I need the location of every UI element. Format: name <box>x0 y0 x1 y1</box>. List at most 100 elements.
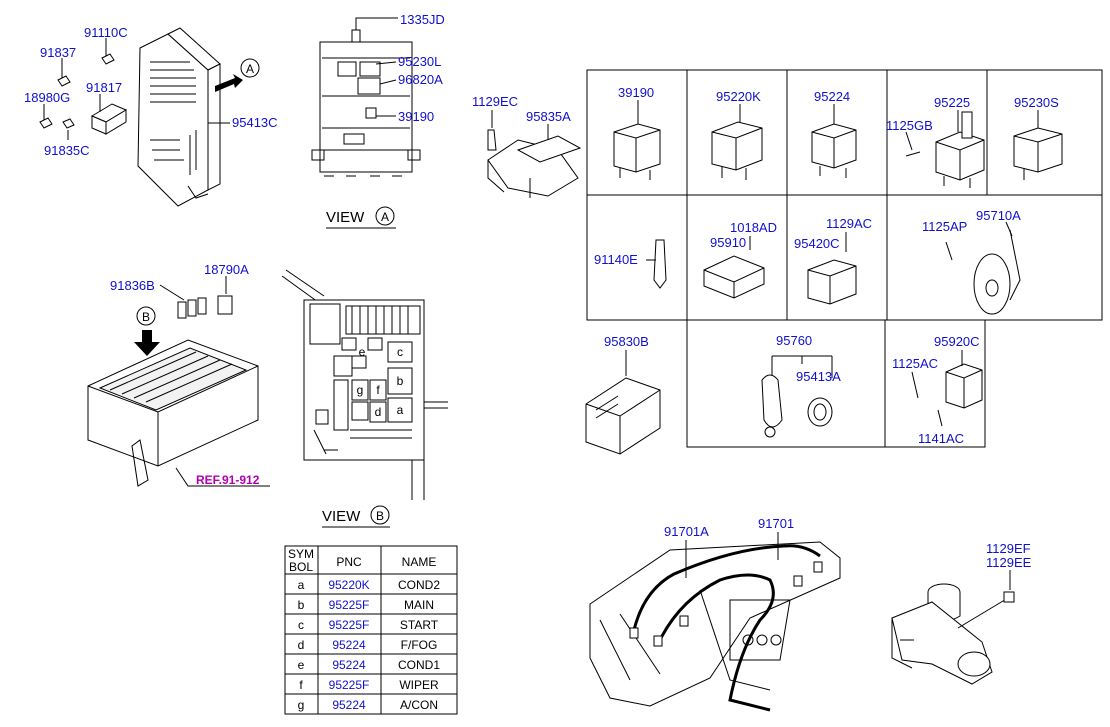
label-1335JD: 1335JD <box>400 12 445 27</box>
junction-box-assembly <box>39 27 221 207</box>
view-a-caption-circle <box>375 206 395 226</box>
bracket-1129EF <box>891 583 1015 685</box>
label-1129EF: 1129EF <box>986 541 1031 556</box>
table-header-name: NAME <box>402 555 437 569</box>
table-cell-name: WIPER <box>399 678 439 692</box>
table-cell-symbol: g <box>298 698 305 712</box>
grid-1125AP: 1125AP <box>922 219 967 234</box>
ref-91-912-link[interactable]: REF.91-912 <box>196 473 260 487</box>
grid-95710A: 95710A <box>976 208 1021 223</box>
bracket-95835A <box>487 129 582 198</box>
fuse-box-b <box>87 295 259 487</box>
leader-lines-harness <box>685 532 779 578</box>
grid-1125AC: 1125AC <box>892 356 938 371</box>
view-a-caption-letter: A <box>381 210 389 224</box>
grid-95225: 95225 <box>934 95 970 110</box>
label-96820A: 96820A <box>398 72 443 87</box>
leader-lines-row3 <box>625 350 963 376</box>
relay-95220K <box>711 121 763 180</box>
view-a-arrow-letter: A <box>246 62 254 76</box>
module-95830B <box>585 377 661 455</box>
table-header-pnc: PNC <box>336 555 362 569</box>
view-b-caption-letter: B <box>376 509 384 523</box>
table-cell-name: START <box>400 618 439 632</box>
label-95413C: 95413C <box>232 115 278 130</box>
relay-95230S <box>1013 127 1063 180</box>
view-a-arrow <box>215 74 243 92</box>
table-cell-pnc: 95224 <box>332 698 366 712</box>
table-cell-pnc: 95225F <box>329 598 370 612</box>
relay-39190 <box>613 123 661 180</box>
leader-lines-a <box>43 38 230 140</box>
grid-91140E: 91140E <box>594 252 638 267</box>
label-18980G: 18980G <box>24 90 70 105</box>
label-91836B: 91836B <box>110 278 155 293</box>
view-b-box-d: d <box>375 405 382 419</box>
grid-95920C: 95920C <box>934 334 980 349</box>
label-91817: 91817 <box>86 80 122 95</box>
view-b-circle <box>136 306 156 326</box>
table-cell-pnc: 95224 <box>332 658 366 672</box>
leader-lines-row1 <box>637 100 1039 151</box>
relay-95224 <box>811 123 857 178</box>
label-91110C: 91110C <box>84 25 128 40</box>
label-91701A: 91701A <box>664 524 709 539</box>
grid-1141AC: 1141AC <box>918 431 964 446</box>
table-cell-symbol: c <box>298 618 304 632</box>
grid-95224: 95224 <box>814 89 850 104</box>
table-cell-pnc: 95224 <box>332 638 366 652</box>
grid-1129AC: 1129AC <box>826 216 872 231</box>
view-b-box-a: a <box>397 403 404 417</box>
view-a-circle <box>240 58 260 78</box>
dashboard-harness <box>589 541 841 712</box>
parts-grid <box>586 69 1103 448</box>
view-b-caption-circle <box>370 505 390 525</box>
table-cell-symbol: d <box>298 638 305 652</box>
label-91701: 91701 <box>758 516 794 531</box>
label-91835C: 91835C <box>44 143 90 158</box>
label-95835A: 95835A <box>526 109 571 124</box>
leader-lines-b <box>159 276 270 487</box>
grid-95230S: 95230S <box>1014 95 1059 110</box>
grid-95413A: 95413A <box>796 369 841 384</box>
table-cell-symbol: f <box>299 678 303 692</box>
label-1129EE: 1129EE <box>986 555 1032 570</box>
view-b-caption: VIEW <box>322 508 361 525</box>
label-91837: 91837 <box>40 45 76 60</box>
label-1129EC: 1129EC <box>472 94 518 109</box>
table-cell-symbol: e <box>298 658 305 672</box>
leader-lines-viewa <box>355 17 398 117</box>
table-header-sym-1: SYM <box>288 547 314 561</box>
view-a-caption: VIEW <box>326 209 365 226</box>
fuse-puller-91140E <box>653 239 667 289</box>
remote-95760 <box>761 355 833 438</box>
sensor-95920C <box>911 363 983 427</box>
view-a-drawing <box>311 29 421 177</box>
table-cell-name: A/CON <box>400 698 438 712</box>
relay-95225 <box>905 111 985 188</box>
module-95420C <box>807 232 857 305</box>
label-18790A: 18790A <box>204 262 249 277</box>
table-header-sym-2: BOL <box>289 560 313 574</box>
leader-lines-bracket <box>491 110 549 140</box>
table-cell-name: MAIN <box>404 598 434 612</box>
view-b-arrow <box>134 330 160 356</box>
horn-95710A <box>945 229 1021 315</box>
grid-1018AD: 1018AD <box>730 220 777 235</box>
grid-1125GB: 1125GB <box>886 118 933 133</box>
grid-95420C: 95420C <box>794 236 840 251</box>
table-cell-pnc: 95225F <box>329 678 370 692</box>
view-b-drawing <box>281 269 448 500</box>
view-b-box-b: b <box>397 374 404 388</box>
leader-lines-row2 <box>646 221 1013 261</box>
table-cell-name: COND2 <box>398 578 440 592</box>
table-cell-pnc: 95225F <box>329 618 370 632</box>
table-cell-name: F/FOG <box>401 638 438 652</box>
grid-95760: 95760 <box>776 333 812 348</box>
view-b-box-e: e <box>359 345 366 359</box>
grid-95910: 95910 <box>710 235 746 250</box>
label-39190-viewa: 39190 <box>398 109 434 124</box>
view-b-box-g: g <box>357 383 364 397</box>
grid-95830B: 95830B <box>604 334 649 349</box>
